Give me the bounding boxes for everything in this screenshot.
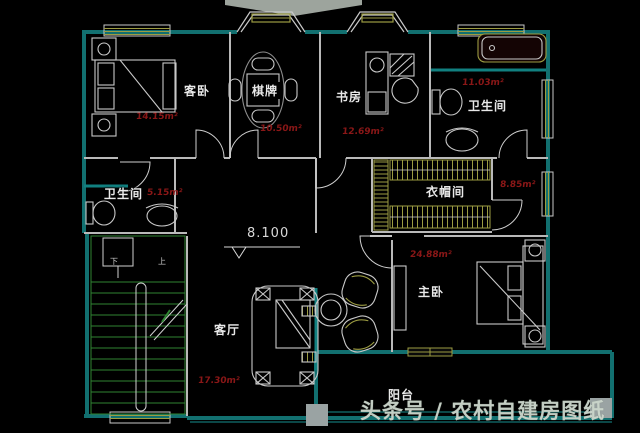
bed-master [393, 239, 546, 348]
elevation-marker [224, 246, 300, 259]
window-guest-bedroom [103, 24, 171, 37]
cloakroom-wardrobes [373, 159, 491, 231]
window-right-upper [541, 79, 554, 139]
living-media-wall [251, 285, 319, 387]
lounge-seating [314, 271, 379, 353]
study-desk [365, 51, 419, 115]
balcony-rail [190, 411, 612, 423]
bed-guest [91, 37, 177, 137]
window-right-lower [541, 171, 554, 217]
bay-windows [236, 11, 409, 33]
window-stair [109, 411, 171, 424]
balcony-columns [306, 398, 612, 426]
bathroom-left-fixtures [85, 200, 179, 227]
bay-window-study [346, 11, 409, 33]
mahjong-table [228, 51, 298, 129]
staircase [90, 235, 188, 415]
bay-window-mahjong [236, 11, 306, 33]
door-bathroom-left [119, 161, 151, 193]
windows [103, 24, 554, 424]
master-sliding-door [407, 347, 453, 357]
door-bathroom-top [498, 129, 528, 159]
door-mahjong [229, 129, 259, 159]
door-master [359, 235, 393, 269]
doors [119, 129, 528, 269]
door-cloakroom [491, 199, 523, 231]
door-guest-bedroom [195, 129, 225, 159]
roof-shape [225, 0, 362, 16]
bathroom-top-fixtures [431, 33, 547, 152]
door-corridor [315, 157, 347, 189]
